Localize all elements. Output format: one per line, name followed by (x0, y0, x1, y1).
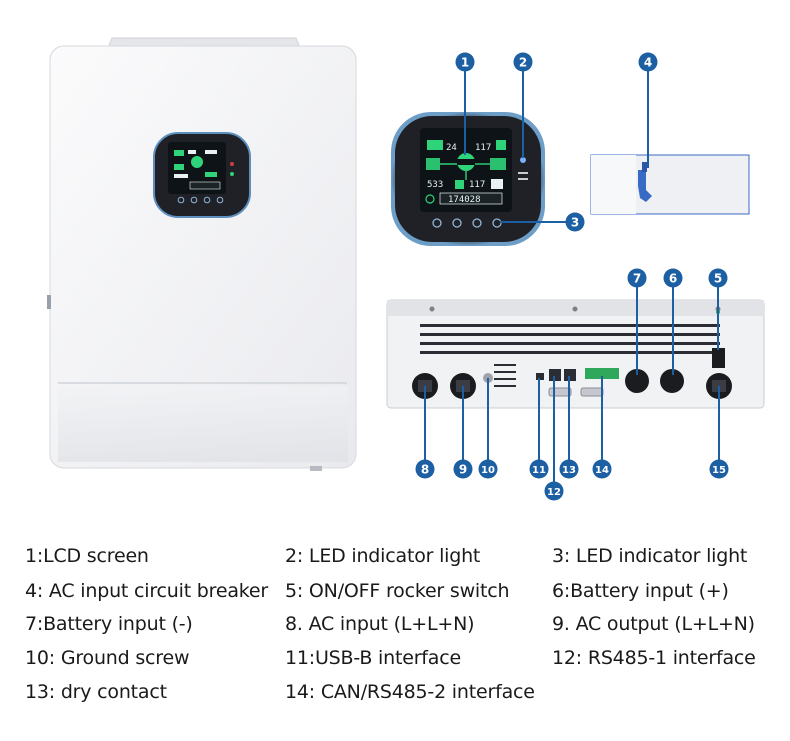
svg-text:10: 10 (481, 465, 495, 476)
panel-button-3 (472, 218, 482, 228)
inverter-bottom-view (386, 299, 765, 409)
callout-10: 10 (478, 459, 498, 479)
callout-6: 6 (663, 268, 683, 288)
callout-13: 13 (559, 459, 579, 479)
component-legend: 1:LCD screen 2: LED indicator light 3: L… (0, 530, 790, 730)
svg-text:4: 4 (644, 56, 652, 70)
lcd-value-b: 117 (475, 143, 491, 153)
legend-item-7: 7:Battery input (-) (25, 613, 193, 635)
callout-2: 2 (513, 52, 533, 72)
svg-text:14: 14 (595, 465, 609, 476)
callout-5: 5 (708, 268, 728, 288)
lcd-value-a: 24 (446, 143, 457, 153)
svg-text:2: 2 (519, 56, 527, 70)
lcd-value-c: 117 (469, 180, 485, 190)
callout-4: 4 (638, 52, 658, 72)
legend-item-1: 1:LCD screen (25, 545, 149, 567)
legend-item-5: 5: ON/OFF rocker switch (285, 580, 510, 602)
callout-badges: 1 2 3 4 5 6 7 8 9 10 11 12 13 14 15 (415, 52, 729, 501)
legend-item-2: 2: LED indicator light (285, 545, 481, 567)
legend-item-14: 14: CAN/RS485-2 interface (285, 681, 535, 703)
callout-1: 1 (455, 52, 475, 72)
callout-15: 15 (709, 459, 729, 479)
callout-3: 3 (565, 212, 585, 232)
svg-text:7: 7 (633, 272, 641, 286)
svg-text:3: 3 (571, 216, 579, 230)
svg-text:11: 11 (532, 465, 546, 476)
inverter-diagram: 24 117 533 117 174028 (47, 37, 765, 501)
callout-lines (424, 70, 720, 482)
lcd-big-readout: 174028 (448, 195, 481, 205)
lcd-panel-closeup: 24 117 533 117 174028 (391, 112, 545, 246)
legend-item-13: 13: dry contact (25, 681, 167, 703)
callout-8: 8 (415, 459, 435, 479)
panel-button-2 (452, 218, 462, 228)
callout-7: 7 (627, 268, 647, 288)
svg-text:15: 15 (712, 465, 726, 476)
lcd-small-readout: 533 (427, 180, 443, 190)
legend-item-8: 8. AC input (L+L+N) (285, 613, 475, 635)
legend-item-9: 9. AC output (L+L+N) (552, 613, 755, 635)
callout-11: 11 (529, 459, 549, 479)
legend-item-12: 12: RS485-1 interface (552, 647, 756, 669)
legend-item-11: 11:USB-B interface (285, 647, 461, 669)
callout-14: 14 (592, 459, 612, 479)
legend-item-6: 6:Battery input (+) (552, 580, 729, 602)
svg-text:13: 13 (562, 465, 576, 476)
panel-button-1 (432, 218, 442, 228)
svg-text:6: 6 (669, 272, 677, 286)
breaker-closeup (590, 154, 750, 215)
legend-item-4: 4: AC input circuit breaker (25, 580, 269, 602)
legend-item-3: 3: LED indicator light (552, 545, 748, 567)
legend-item-10: 10: Ground screw (25, 647, 190, 669)
inverter-front-view (47, 37, 357, 471)
svg-text:12: 12 (547, 487, 561, 498)
svg-text:1: 1 (461, 56, 469, 70)
callout-9: 9 (453, 459, 473, 479)
svg-text:9: 9 (459, 463, 467, 477)
svg-text:5: 5 (714, 272, 722, 286)
svg-text:8: 8 (421, 463, 429, 477)
led-indicator-top (520, 157, 526, 163)
callout-12: 12 (544, 481, 564, 501)
